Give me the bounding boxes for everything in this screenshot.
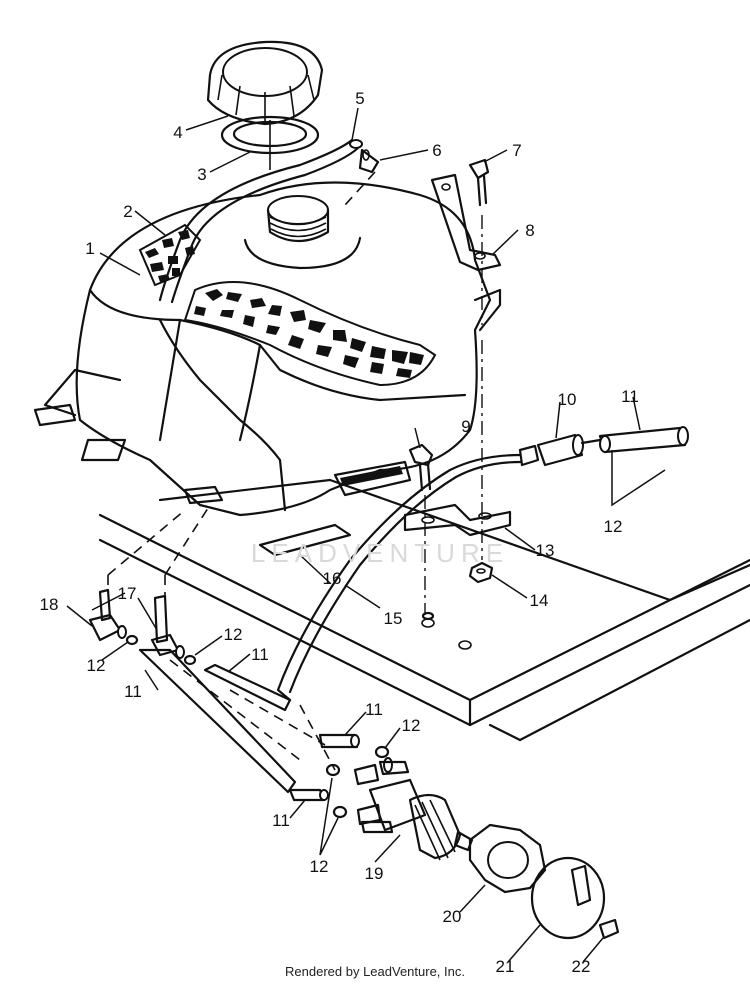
watermark: LEADVENTURE bbox=[250, 538, 510, 568]
callout-17: 17 bbox=[118, 584, 137, 603]
callout-7: 7 bbox=[512, 141, 521, 160]
callout-11c: 11 bbox=[251, 645, 269, 664]
callout-11d: 11 bbox=[365, 700, 383, 719]
callout-4: 4 bbox=[173, 123, 182, 142]
callout-11e: 11 bbox=[272, 811, 290, 830]
callout-8: 8 bbox=[525, 221, 534, 240]
callout-15: 15 bbox=[384, 609, 403, 628]
callout-12d: 12 bbox=[402, 716, 421, 735]
side-decal bbox=[138, 223, 202, 287]
mount-bracket bbox=[430, 158, 502, 325]
callout-13: 13 bbox=[536, 541, 555, 560]
lower-bracket bbox=[403, 340, 512, 621]
valve-knob bbox=[468, 823, 620, 940]
tee-fittings bbox=[88, 504, 360, 802]
fuel-cap bbox=[206, 40, 324, 170]
callout-14: 14 bbox=[530, 591, 549, 610]
callout-12e: 12 bbox=[310, 857, 329, 876]
footer-credit: Rendered by LeadVenture, Inc. bbox=[285, 964, 465, 979]
callout-21: 21 bbox=[496, 957, 515, 976]
tank-pad bbox=[258, 460, 412, 557]
callout-12: 12 bbox=[604, 517, 623, 536]
callout-12c: 12 bbox=[224, 625, 243, 644]
callouts: 1 2 3 4 5 6 7 8 9 10 11 12 13 14 15 16 1… bbox=[40, 89, 639, 976]
callout-3: 3 bbox=[197, 165, 206, 184]
leader-lines bbox=[66, 107, 641, 963]
fuel-valve bbox=[325, 745, 474, 861]
callout-19: 19 bbox=[365, 864, 384, 883]
elbow-fitting bbox=[344, 148, 380, 206]
callout-9: 9 bbox=[461, 417, 470, 436]
callout-2: 2 bbox=[123, 202, 132, 221]
callout-11b: 11 bbox=[124, 682, 142, 701]
callout-12b: 12 bbox=[87, 656, 106, 675]
fuel-tank bbox=[33, 181, 502, 517]
callout-20: 20 bbox=[443, 907, 462, 926]
tank-decal bbox=[183, 281, 437, 387]
callout-18: 18 bbox=[40, 595, 59, 614]
callout-11: 11 bbox=[621, 387, 639, 406]
callout-5: 5 bbox=[355, 89, 364, 108]
inline-filter bbox=[518, 426, 689, 507]
callout-16: 16 bbox=[323, 569, 342, 588]
vent-hose bbox=[158, 138, 363, 304]
callout-22: 22 bbox=[572, 957, 591, 976]
callout-1: 1 bbox=[85, 239, 94, 258]
callout-10: 10 bbox=[558, 390, 577, 409]
callout-6: 6 bbox=[432, 141, 441, 160]
fuel-line bbox=[276, 453, 522, 702]
